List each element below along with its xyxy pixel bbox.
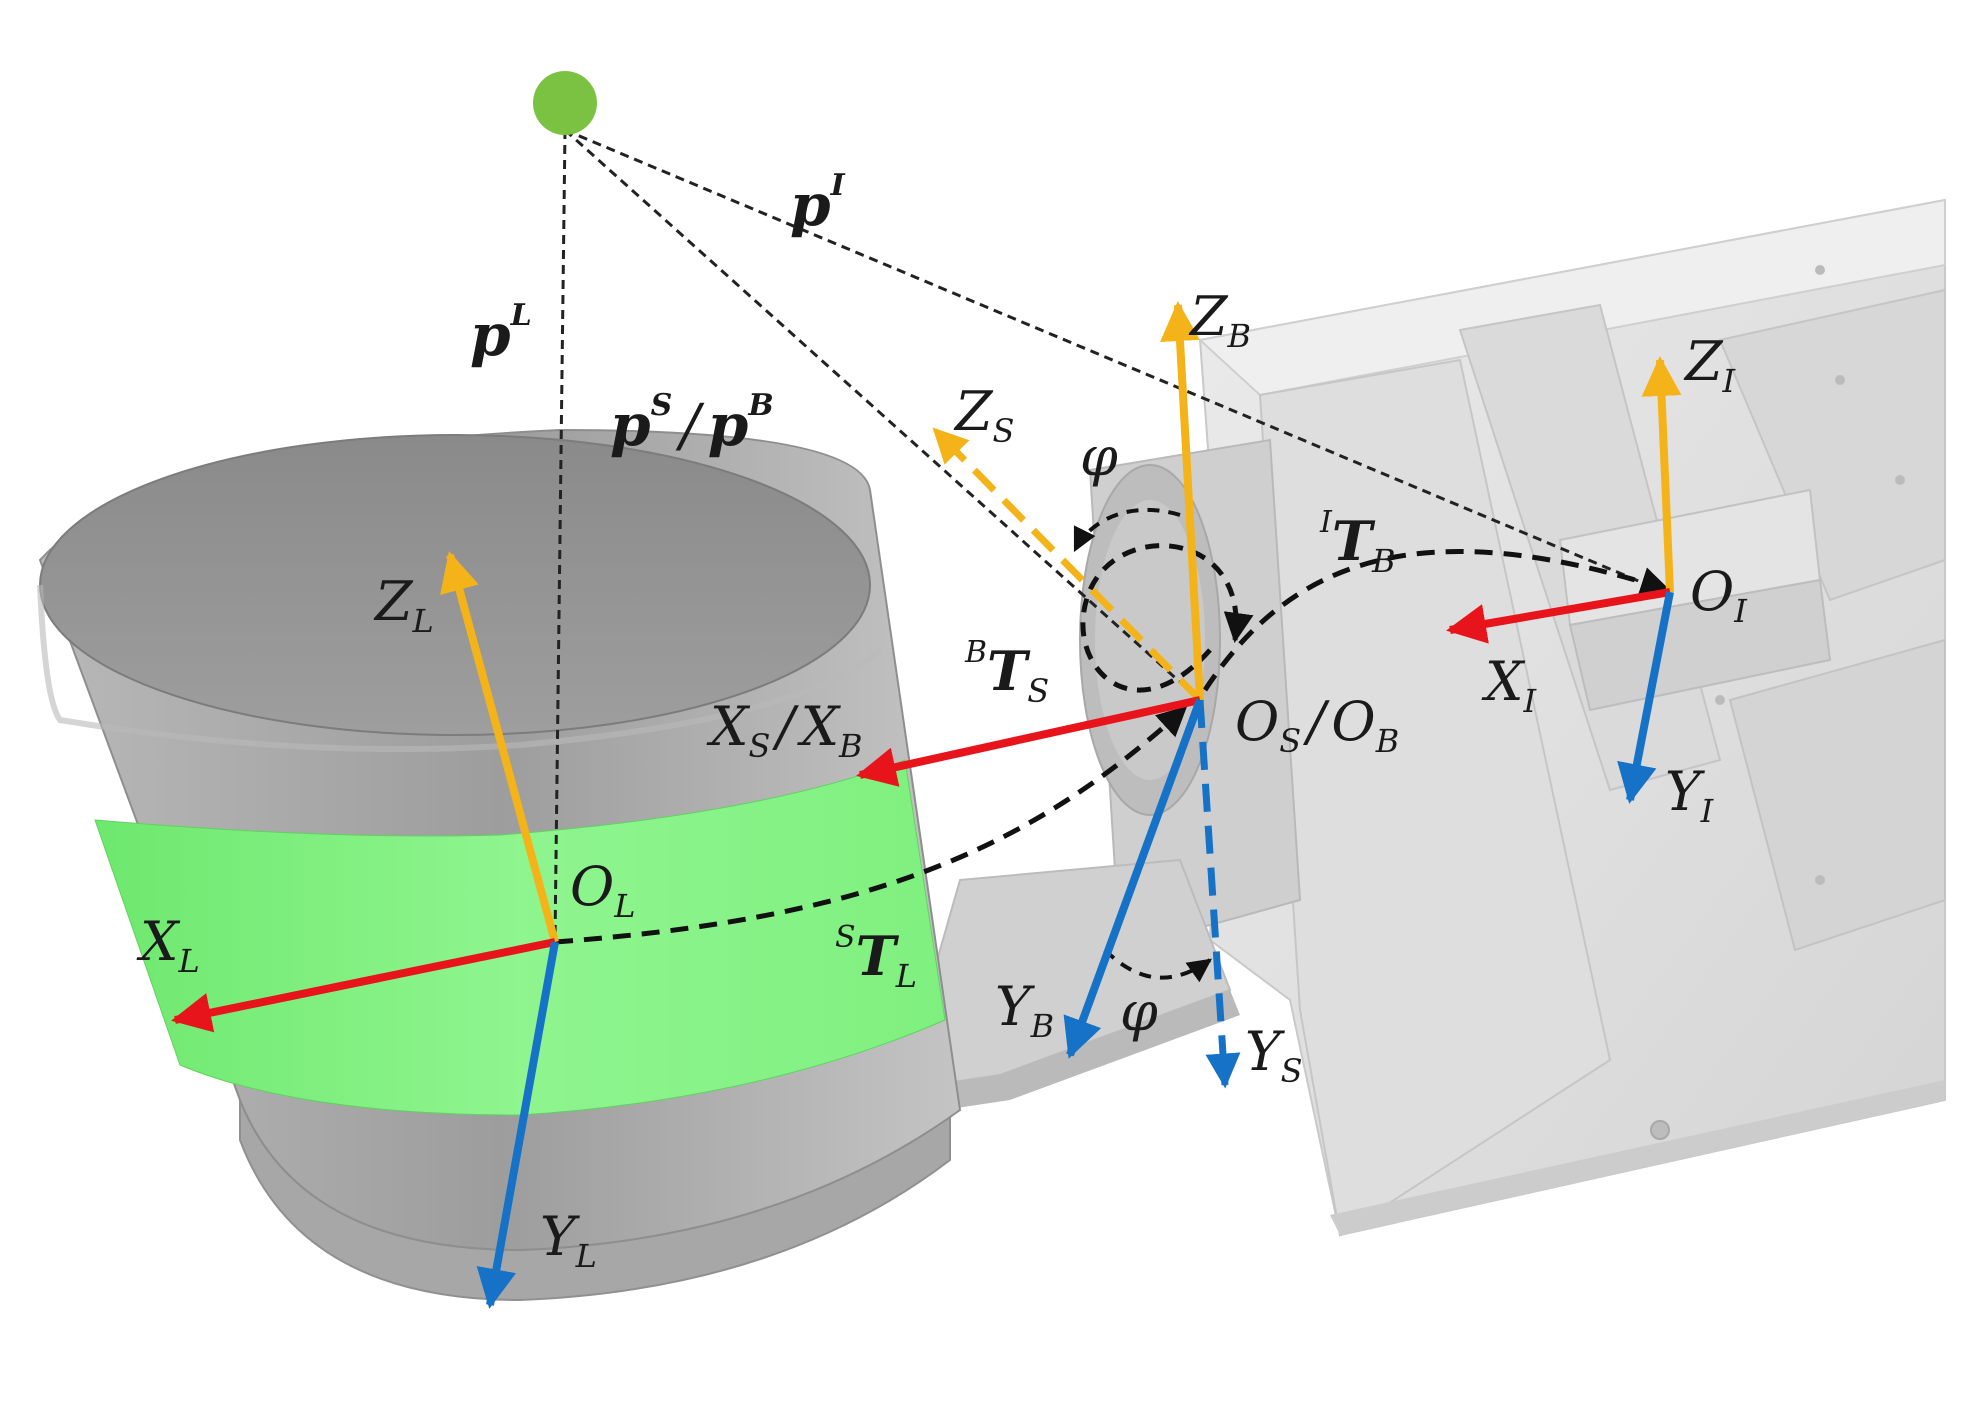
- z-l-label: ZL: [373, 570, 434, 640]
- z-s-axis: [932, 427, 1203, 703]
- s-t-l-curve: [554, 705, 1188, 945]
- y-l-label: YL: [540, 1205, 597, 1275]
- lidar-cylinder: [37, 428, 962, 1302]
- y-b-label: YB: [995, 975, 1054, 1045]
- p-l-label: pL: [470, 298, 532, 369]
- y-i-axis: [1617, 591, 1674, 804]
- z-s-label: ZS: [953, 380, 1014, 450]
- z-b-label: ZB: [1188, 285, 1251, 355]
- b-t-s-label: BTS: [964, 635, 1049, 710]
- y-s-axis: [1196, 699, 1241, 1089]
- imu-frame: [1446, 356, 1682, 804]
- p-s-ray: [563, 128, 1202, 702]
- phi-top-label: φ: [1080, 425, 1118, 488]
- transform-curves: [554, 507, 1671, 983]
- y-s-label: YS: [1245, 1020, 1303, 1090]
- b-t-s-loop: [1080, 543, 1254, 693]
- target-point-group: [533, 71, 1661, 941]
- green-dot-icon: [533, 71, 597, 135]
- o-l-label: OL: [570, 855, 636, 925]
- y-l-axis: [476, 941, 559, 1309]
- z-l-axis: [440, 551, 559, 944]
- z-b-axis: [1160, 301, 1204, 701]
- p-i-ray: [564, 128, 1661, 592]
- y-i-label: YI: [1665, 760, 1715, 830]
- p-l-ray: [553, 129, 567, 941]
- sensor-frame: [856, 301, 1241, 1089]
- y-b-axis: [1063, 698, 1204, 1059]
- phi-bottom-label: φ: [1120, 980, 1158, 1043]
- o-i-label: OI: [1690, 560, 1748, 630]
- x-i-axis: [1446, 588, 1671, 644]
- phi-top-arc: [1073, 507, 1181, 553]
- x-i-label: XI: [1481, 650, 1537, 720]
- s-t-l-label: STL: [835, 920, 917, 995]
- z-i-label: ZI: [1683, 330, 1737, 400]
- z-i-axis: [1641, 356, 1682, 593]
- x-l-axis: [171, 938, 556, 1033]
- i-t-b-label: ITB: [1319, 505, 1396, 580]
- x-s-x-b-label: XS/XB: [706, 695, 863, 765]
- x-s-axis: [856, 696, 1201, 787]
- p-i-label: pI: [790, 168, 846, 239]
- o-s-o-b-label: OS/OB: [1235, 690, 1399, 760]
- lidar-frame: [171, 551, 559, 1309]
- x-l-label: XL: [136, 910, 200, 980]
